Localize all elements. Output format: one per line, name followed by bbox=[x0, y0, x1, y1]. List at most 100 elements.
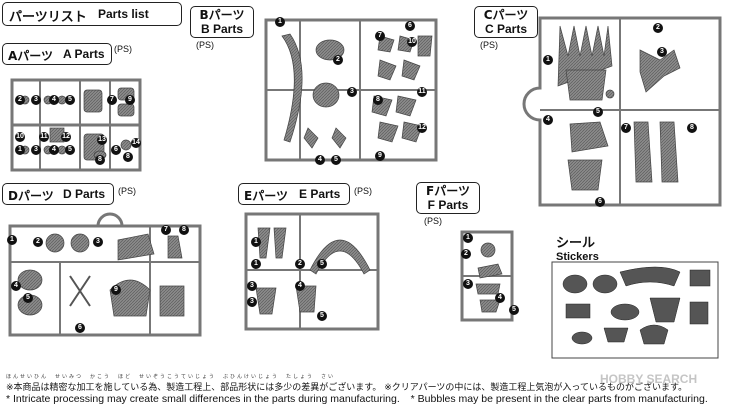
part-number-c-3: 3 bbox=[657, 47, 667, 57]
c-parts-box bbox=[474, 6, 538, 38]
part-number-a-13: 13 bbox=[97, 135, 107, 145]
part-number-d-2: 2 bbox=[33, 237, 43, 247]
hobby-search-watermark: HOBBY SEARCH bbox=[600, 372, 698, 386]
part-number-e-1: 1 bbox=[251, 237, 261, 247]
part-number-a-5: 5 bbox=[65, 145, 75, 155]
part-number-e-2: 2 bbox=[295, 259, 305, 269]
part-number-f-5: 5 bbox=[509, 305, 519, 315]
part-number-f-4: 4 bbox=[495, 293, 505, 303]
b-parts-title: Bパーツ bbox=[199, 8, 245, 22]
b-runner bbox=[264, 18, 438, 162]
e-parts-label: Eパーツ E Parts bbox=[238, 183, 350, 205]
part-number-a-11: 11 bbox=[39, 132, 49, 142]
note-jp-1: ※本商品は精密な加工を施している為、製造工程上、部品形状には多少の差異がございま… bbox=[6, 383, 382, 393]
part-number-c-4: 4 bbox=[543, 115, 553, 125]
part-number-a-1: 1 bbox=[15, 145, 25, 155]
part-number-a-2: 2 bbox=[15, 95, 25, 105]
part-number-a-4: 4 bbox=[49, 145, 59, 155]
part-number-a-6: 6 bbox=[111, 145, 121, 155]
part-number-d-5: 5 bbox=[23, 293, 33, 303]
header-title: パーツリスト bbox=[9, 10, 87, 25]
part-number-e-1: 1 bbox=[251, 259, 261, 269]
part-number-e-5: 5 bbox=[317, 311, 327, 321]
a-parts-title: Aパーツ bbox=[8, 49, 54, 63]
a-parts-material: (PS) bbox=[114, 44, 132, 54]
e-parts-title-en: E Parts bbox=[299, 187, 341, 201]
d-parts-title-en: D Parts bbox=[63, 187, 106, 201]
f-parts-title-en: F Parts bbox=[427, 198, 469, 212]
f-parts-title: Fパーツ bbox=[426, 184, 470, 198]
note-en-1: * Intricate processing may create small … bbox=[6, 393, 400, 405]
part-number-f-1: 1 bbox=[463, 233, 473, 243]
part-number-d-8: 8 bbox=[179, 225, 189, 235]
disclaimer-notes: ほんせいひん せいみつ かこう ほど せいぞうこうていじょう ぶひんけいじょう … bbox=[6, 372, 726, 405]
note-jp-2: ※クリアパーツの中には、製造工程上気泡が入っているものがございます。 bbox=[384, 383, 688, 393]
part-number-b-7: 7 bbox=[375, 31, 385, 41]
part-number-b-4: 4 bbox=[315, 155, 325, 165]
f-parts-material: (PS) bbox=[424, 216, 442, 226]
part-number-b-2: 2 bbox=[333, 55, 343, 65]
part-number-a-7: 7 bbox=[107, 95, 117, 105]
e-runner bbox=[244, 212, 380, 331]
part-number-c-2: 2 bbox=[653, 23, 663, 33]
parts-list-header: パーツリスト Parts list bbox=[2, 2, 182, 26]
part-number-e-4: 4 bbox=[295, 281, 305, 291]
ruby-annotation: ほんせいひん せいみつ かこう ほど せいぞうこうていじょう ぶひんけいじょう … bbox=[6, 374, 336, 380]
c-parts-title-en: C Parts bbox=[484, 22, 528, 36]
e-parts-material: (PS) bbox=[354, 186, 372, 196]
part-number-a-3: 3 bbox=[31, 95, 41, 105]
part-number-b-1: 1 bbox=[275, 17, 285, 27]
part-number-a-4: 4 bbox=[49, 95, 59, 105]
f-parts-box bbox=[416, 182, 480, 214]
part-number-c-5: 5 bbox=[593, 107, 603, 117]
part-number-b-12: 12 bbox=[417, 123, 427, 133]
part-number-a-8: 8 bbox=[123, 152, 133, 162]
part-number-b-8: 8 bbox=[373, 95, 383, 105]
stickers-label: シール Stickers bbox=[556, 232, 599, 263]
part-number-a-10: 10 bbox=[15, 132, 25, 142]
a-parts-title-en: A Parts bbox=[63, 47, 105, 61]
part-number-a-5: 5 bbox=[65, 95, 75, 105]
part-number-e-3: 3 bbox=[247, 281, 257, 291]
part-number-d-7: 7 bbox=[161, 225, 171, 235]
part-number-b-5: 5 bbox=[331, 155, 341, 165]
e-parts-title: Eパーツ bbox=[244, 189, 288, 203]
part-number-a-3: 3 bbox=[31, 145, 41, 155]
note-jp-line: ※本商品は精密な加工を施している為、製造工程上、部品形状には多少の差異がございま… bbox=[6, 383, 726, 394]
part-number-d-3: 3 bbox=[93, 237, 103, 247]
f-parts-label: Fパーツ F Parts bbox=[420, 184, 476, 212]
d-parts-title: Dパーツ bbox=[8, 189, 54, 203]
part-number-b-6: 6 bbox=[405, 21, 415, 31]
part-number-c-1: 1 bbox=[543, 55, 553, 65]
d-runner bbox=[8, 212, 202, 337]
part-number-f-3: 3 bbox=[463, 279, 473, 289]
c-parts-label: Cパーツ C Parts bbox=[478, 8, 534, 36]
part-number-b-3: 3 bbox=[347, 87, 357, 97]
part-number-b-9: 9 bbox=[375, 151, 385, 161]
f-runner bbox=[460, 230, 514, 322]
a-runner bbox=[10, 78, 142, 172]
part-number-c-8: 8 bbox=[687, 123, 697, 133]
part-number-a-8: 8 bbox=[95, 155, 105, 165]
a-parts-label: Aパーツ A Parts bbox=[2, 43, 112, 65]
part-number-d-4: 4 bbox=[11, 281, 21, 291]
part-number-a-9: 9 bbox=[125, 95, 135, 105]
b-parts-box bbox=[190, 6, 254, 38]
part-number-d-6: 6 bbox=[75, 323, 85, 333]
part-number-d-9: 9 bbox=[111, 285, 121, 295]
d-parts-label: Dパーツ D Parts bbox=[2, 183, 114, 205]
note-en-2: * Bubbles may be present in the clear pa… bbox=[410, 393, 708, 405]
b-parts-title-en: B Parts bbox=[200, 22, 244, 36]
c-parts-title: Cパーツ bbox=[483, 8, 529, 22]
part-number-c-6: 6 bbox=[595, 197, 605, 207]
stickers-title: シール bbox=[556, 236, 596, 251]
part-number-a-12: 12 bbox=[61, 132, 71, 142]
part-number-b-11: 11 bbox=[417, 87, 427, 97]
stickers-title-en: Stickers bbox=[556, 251, 599, 263]
sticker-sheet bbox=[551, 261, 719, 359]
part-number-a-14: 14 bbox=[131, 138, 141, 148]
part-number-e-5: 5 bbox=[317, 259, 327, 269]
c-runner bbox=[522, 16, 722, 207]
